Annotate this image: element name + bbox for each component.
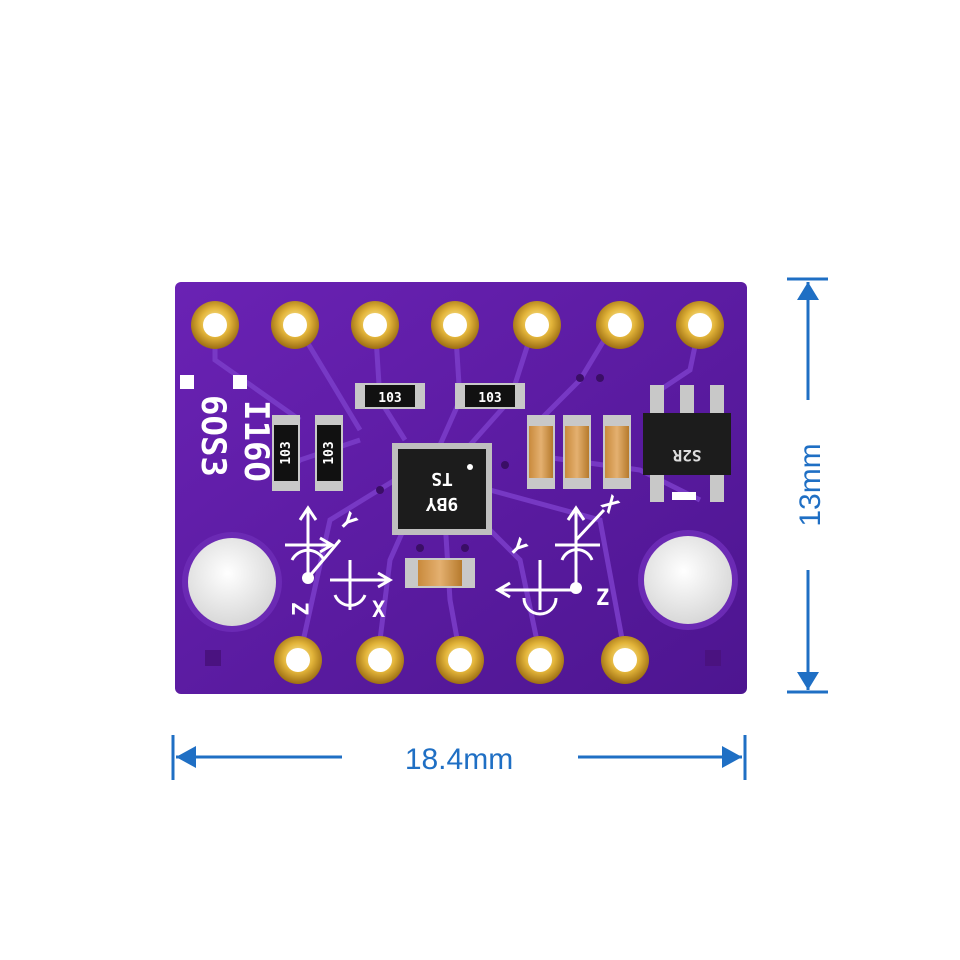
mounting-hole-left — [182, 532, 282, 632]
axis-diagram-right — [495, 505, 606, 616]
resistor-label: 103 — [322, 441, 337, 464]
header-pad — [596, 301, 644, 349]
width-dimension — [171, 735, 747, 780]
capacitor-right-3 — [603, 415, 631, 489]
test-pad — [705, 650, 721, 666]
resistor-vertical-2: 103 — [315, 415, 343, 491]
resistor-top-right: 103 — [455, 383, 525, 409]
header-pad — [271, 301, 319, 349]
header-pad — [274, 636, 322, 684]
height-label: 13mm — [794, 443, 827, 526]
pad-row-bottom — [274, 636, 649, 684]
silkscreen-line-2: I16O — [236, 400, 276, 482]
voltage-regulator: S2R — [643, 385, 731, 502]
test-pad — [205, 650, 221, 666]
capacitor-right-2 — [563, 415, 591, 489]
header-pad — [356, 636, 404, 684]
chip-marking-2: TS — [431, 468, 453, 489]
header-pad — [601, 636, 649, 684]
header-pad — [431, 301, 479, 349]
pad-row-top — [191, 301, 724, 349]
axis-label-z-left: Z — [286, 602, 311, 615]
silkscreen-label: 6OS3 I16O — [180, 375, 276, 482]
resistor-label: 103 — [378, 391, 401, 406]
sensor-chip: TS 9BY — [392, 443, 492, 535]
vias — [376, 374, 604, 552]
header-pad — [351, 301, 399, 349]
regulator-marking: S2R — [672, 446, 701, 465]
capacitor-right-1 — [527, 415, 555, 489]
mounting-hole-right — [638, 530, 738, 630]
axis-label-x-left: X — [372, 598, 385, 623]
header-pad — [676, 301, 724, 349]
capacitor-bottom — [405, 558, 475, 588]
resistor-vertical-1: 103 — [272, 415, 300, 491]
axis-label-z-right: Z — [596, 586, 609, 611]
resistor-top-left: 103 — [355, 383, 425, 409]
silkscreen-line-1: 6OS3 — [193, 395, 233, 477]
chip-marking-1: 9BY — [426, 493, 459, 514]
header-pad — [191, 301, 239, 349]
header-pad — [513, 301, 561, 349]
width-label: 18.4mm — [405, 743, 513, 776]
resistor-label: 103 — [478, 391, 501, 406]
resistor-label: 103 — [279, 441, 294, 464]
header-pad — [516, 636, 564, 684]
axis-diagram-left — [285, 505, 393, 610]
height-dimension — [787, 277, 828, 694]
header-pad — [436, 636, 484, 684]
